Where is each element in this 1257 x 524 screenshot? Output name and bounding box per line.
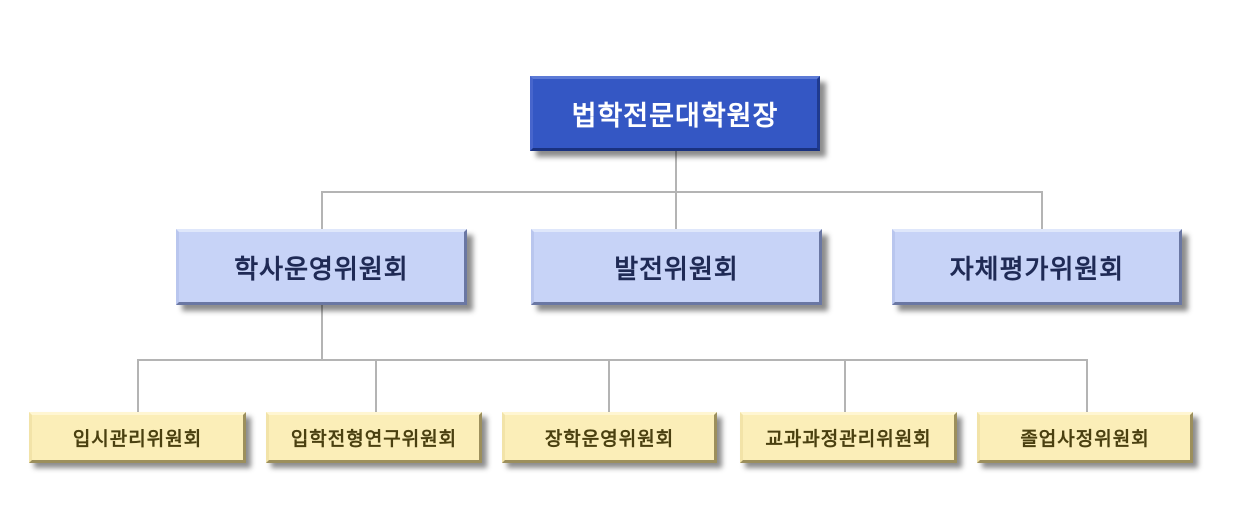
org-node-graduation-committee: 졸업사정위원회 [977, 412, 1193, 463]
connector-level3-4 [844, 359, 846, 412]
node-label: 입시관리위원회 [72, 428, 203, 450]
org-node-academic-committee: 학사운영위원회 [176, 229, 467, 305]
node-label: 발전위원회 [614, 254, 739, 285]
connector-academic-down [321, 305, 323, 360]
connector-level3-1 [137, 359, 139, 412]
node-label: 교과과정관리위원회 [765, 428, 932, 450]
org-node-scholarship-committee: 장학운영위원회 [502, 412, 717, 463]
node-label: 자체평가위원회 [949, 254, 1125, 285]
node-label: 장학운영위원회 [544, 428, 675, 450]
org-node-dean: 법학전문대학원장 [530, 76, 820, 151]
org-node-curriculum-committee: 교과과정관리위원회 [740, 412, 957, 463]
connector-level2-left [321, 191, 323, 229]
connector-level3-bar [137, 359, 1088, 361]
node-label: 법학전문대학원장 [571, 101, 779, 132]
org-node-development-committee: 발전위원회 [531, 229, 822, 305]
connector-level2-right [1041, 191, 1043, 229]
node-label: 졸업사정위원회 [1020, 428, 1150, 450]
node-label: 입학전형연구위원회 [290, 428, 458, 450]
node-label: 학사운영위원회 [234, 254, 409, 285]
connector-level3-5 [1086, 359, 1088, 412]
connector-level3-3 [608, 359, 610, 412]
connector-level3-2 [375, 359, 377, 412]
org-node-admission-research-committee: 입학전형연구위원회 [266, 412, 482, 463]
connector-root-down [675, 151, 677, 193]
org-node-admissions-committee: 입시관리위원회 [29, 412, 246, 463]
connector-level2-bar [321, 191, 1043, 193]
connector-level2-middle [675, 191, 677, 229]
org-node-self-evaluation-committee: 자체평가위원회 [892, 229, 1182, 305]
